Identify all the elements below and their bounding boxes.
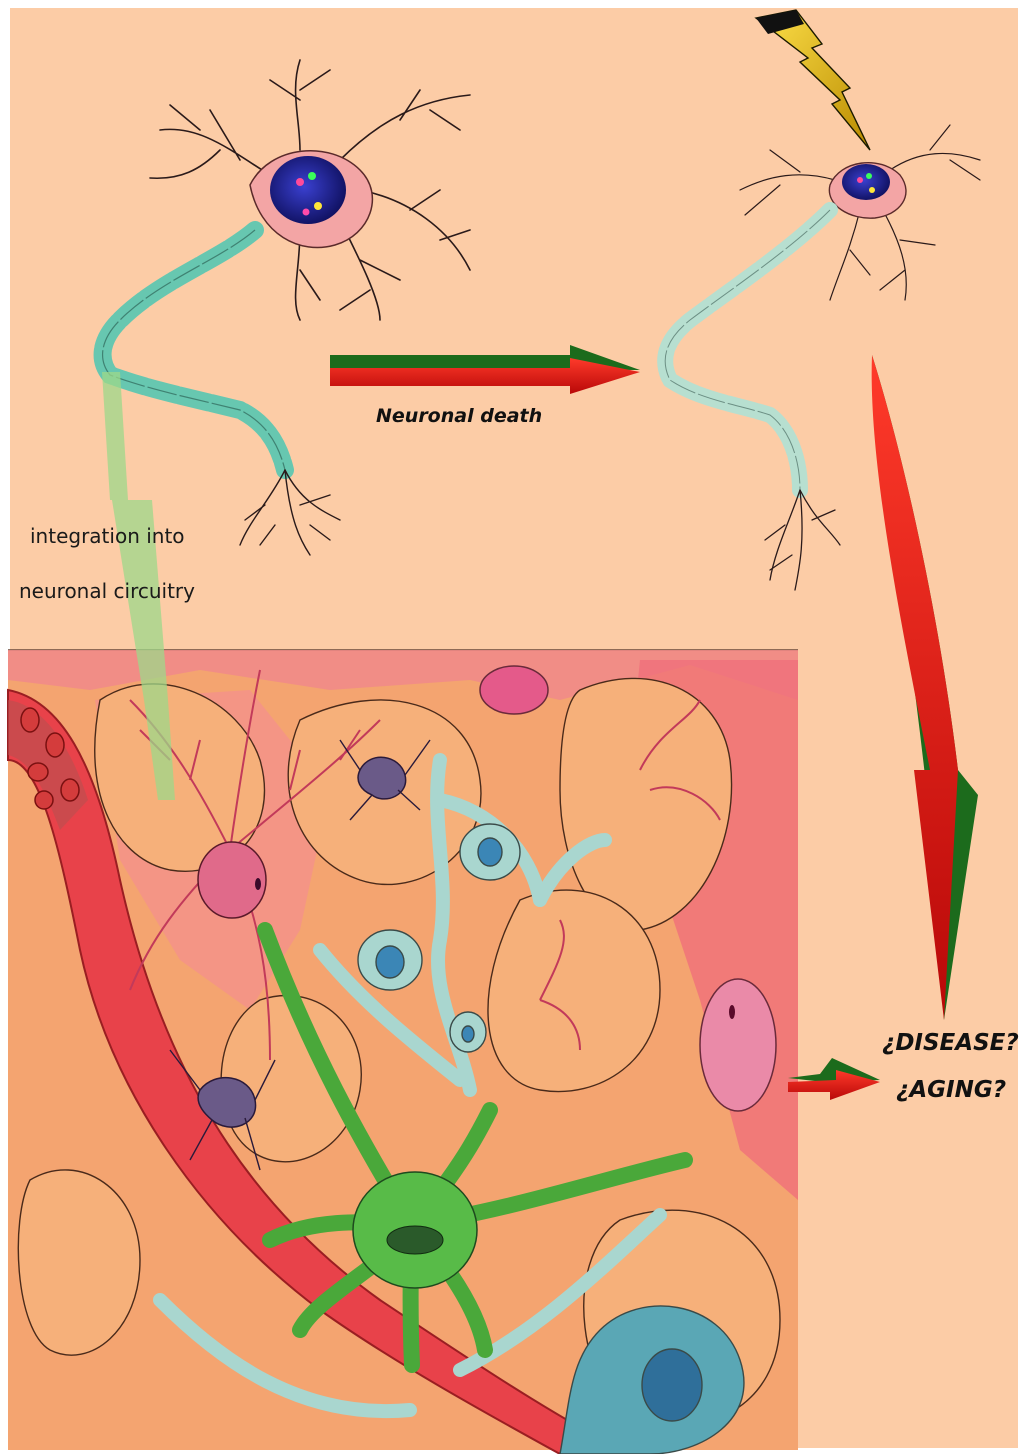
damaged-chromosome-3 [869,187,875,193]
chromosome-1 [296,178,304,186]
aging-label: ¿AGING? [896,1077,1006,1103]
pink-cell-right-nucleus [729,1005,735,1019]
rbc-1 [21,708,39,732]
integration-label-line1: integration into [30,524,185,548]
chromosome-3 [314,202,322,210]
damaged-neuron-nucleus [842,164,890,200]
damaged-chromosome-1 [857,177,863,183]
integration-label-line2: neuronal circuitry [19,579,195,603]
disease-label: ¿DISEASE? [882,1030,1019,1056]
pink-cell-right [700,979,776,1111]
chromosome-2 [308,172,316,180]
oligodendrocyte-nucleus-1 [478,838,502,866]
green-cell-nucleus [387,1226,443,1254]
damaged-chromosome-2 [866,173,872,179]
brain-tissue-drawing [8,650,798,1454]
pink-neuron-nucleus [255,878,261,890]
rbc-4 [61,779,79,801]
rbc-5 [35,791,53,809]
rbc-2 [46,733,64,757]
neuronal-death-label: Neuronal death [376,405,542,427]
oligodendrocyte-nucleus-3 [462,1026,474,1042]
chromosome-4 [303,209,310,216]
blue-neuron-nucleus [642,1349,702,1421]
rbc-3 [28,763,48,781]
pink-cell-top [480,666,548,714]
oligodendrocyte-nucleus-2 [376,946,404,978]
